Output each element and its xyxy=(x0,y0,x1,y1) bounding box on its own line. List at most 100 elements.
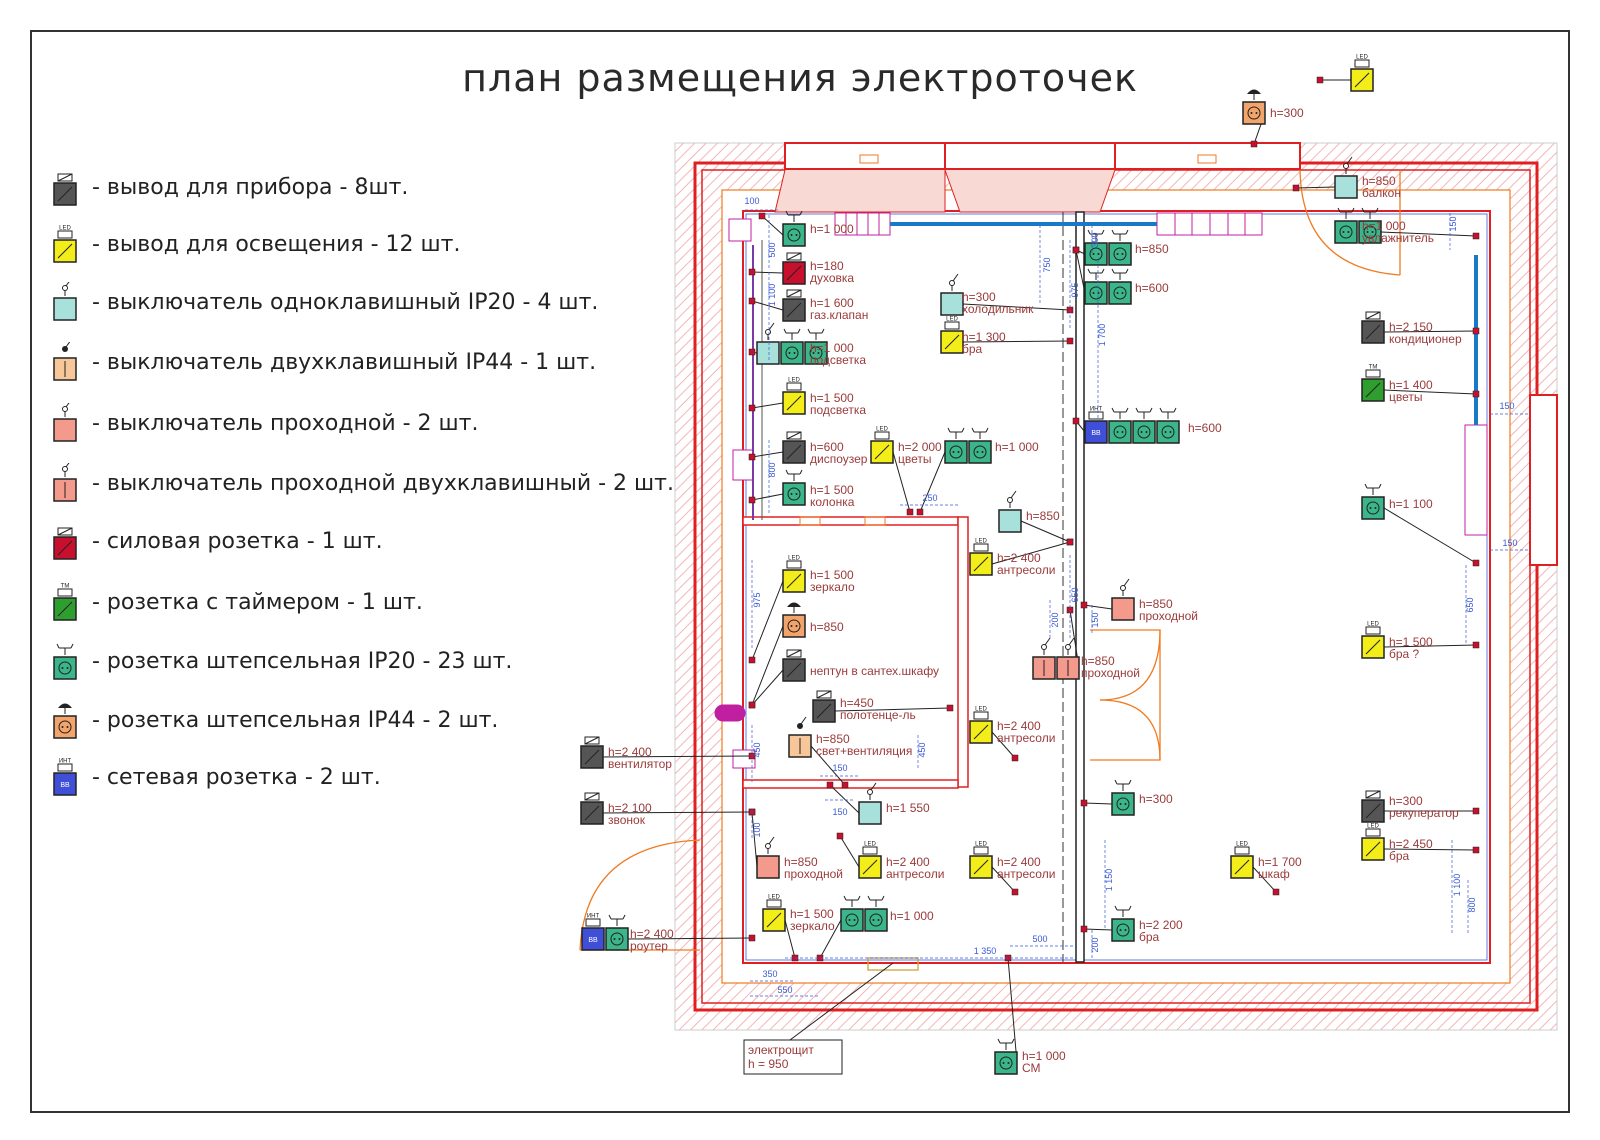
device-symbol xyxy=(804,328,828,365)
leader-line xyxy=(834,707,951,712)
appliance-outlet-icon-glyph xyxy=(53,173,77,206)
svg-text:LED: LED xyxy=(975,842,987,848)
dimension-label: 1 100 xyxy=(767,284,777,307)
dimension-d3: 1 100 xyxy=(767,272,777,360)
device-symbol xyxy=(940,273,964,316)
device-symbol: LED xyxy=(1350,55,1374,92)
device-symbol xyxy=(1361,483,1385,520)
device-symbol xyxy=(782,431,806,464)
leader-line xyxy=(602,755,753,758)
dimension-d2: 500 xyxy=(767,215,777,270)
svg-text:TM: TM xyxy=(61,584,70,590)
device-height-label: h=600 xyxy=(1188,421,1222,435)
device-height-label: h=1 300 xyxy=(962,330,1006,344)
device-height-label: h=850 xyxy=(816,732,850,746)
box-marker xyxy=(1011,888,1019,896)
dimension-d20: 200 xyxy=(1090,930,1100,958)
legend-text: - выключатель двухклавишный IP44 - 1 шт. xyxy=(92,350,597,375)
device-symbol xyxy=(864,895,888,932)
device-symbol xyxy=(756,836,780,879)
device-height-label: h=1 500 xyxy=(790,907,834,921)
device-height-label: h=2 150 xyxy=(1389,320,1433,334)
device-height-label: h=850 xyxy=(1081,654,1115,668)
box-marker xyxy=(841,781,849,789)
pass-switch-icon-glyph xyxy=(53,403,77,442)
dimension-d18: 150 xyxy=(1090,605,1100,635)
device-symbol xyxy=(1032,637,1056,680)
device-11: h=850 xyxy=(1072,229,1169,266)
box-marker xyxy=(946,704,954,712)
pass-double-switch-icon-glyph xyxy=(53,463,77,502)
leader-line xyxy=(751,402,784,409)
device-symbol xyxy=(580,792,604,825)
svg-text:ИНТ: ИНТ xyxy=(587,914,600,920)
device-symbol xyxy=(968,427,992,464)
legend-text: - выключатель проходной - 2 шт. xyxy=(92,411,479,436)
device-purpose-label: свет+вентиляция xyxy=(816,744,912,758)
device-height-label: h=850 xyxy=(784,855,818,869)
leader-line xyxy=(919,451,946,513)
device-height-label: h=1 700 xyxy=(1258,855,1302,869)
device-symbol xyxy=(840,895,864,932)
dimension-label: 150 xyxy=(832,807,847,817)
box-marker xyxy=(1272,888,1280,896)
leader-line xyxy=(627,937,753,940)
device-purpose-label: кондиционер xyxy=(1389,332,1462,346)
device-symbol xyxy=(782,289,806,322)
dimension-label: 975 xyxy=(752,592,762,607)
legend-text: - силовая розетка - 1 шт. xyxy=(92,529,383,554)
box-marker xyxy=(1472,232,1480,240)
device-0: h=1 000 xyxy=(758,210,854,247)
device-height-label: h=2 100 xyxy=(608,801,652,815)
leader-line xyxy=(1007,957,1018,1064)
dimension-d7: 150 xyxy=(820,763,860,777)
dimension-label: 100 xyxy=(744,196,759,206)
device-purpose-label: увлажнитель xyxy=(1362,231,1434,245)
leader-line xyxy=(751,580,784,661)
device-symbol: TM xyxy=(1361,365,1385,402)
dimension-label: 150 xyxy=(832,763,847,773)
device-symbol xyxy=(780,328,804,365)
device-symbol xyxy=(1056,637,1080,680)
leader-line xyxy=(1380,231,1477,237)
single-switch-icon xyxy=(53,282,77,321)
leader-line xyxy=(1295,186,1336,189)
device-26: нептун в сантех.шкафу xyxy=(748,649,939,709)
device-height-label: h=2 400 xyxy=(997,719,1041,733)
dimension-label: 300 xyxy=(1090,232,1100,247)
device-purpose-label: полотенце-ль xyxy=(840,708,916,722)
device-symbol xyxy=(1358,207,1382,244)
device-height-label: h=2 200 xyxy=(1139,918,1183,932)
device-symbol: LED xyxy=(969,539,993,576)
dimension-label: 1 100 xyxy=(1452,874,1462,897)
dimension-d14: 300 xyxy=(1090,225,1100,255)
device-purpose-label: цветы xyxy=(1389,390,1423,404)
box-marker xyxy=(916,508,924,516)
device-purpose-label: антресоли xyxy=(997,563,1055,577)
leader-line xyxy=(991,866,1016,893)
device-symbol xyxy=(1361,790,1385,823)
device-19: h=850 xyxy=(998,490,1074,546)
device-purpose-label: газ.клапан xyxy=(810,308,868,322)
dimension-label: 150 xyxy=(1448,216,1458,231)
box-marker xyxy=(1472,559,1480,567)
dimension-label: 350 xyxy=(762,969,777,979)
leader-line xyxy=(829,784,860,814)
leader-line xyxy=(602,811,753,814)
panel-leader xyxy=(789,962,894,1041)
device-purpose-label: подсветка xyxy=(810,403,866,417)
svg-text:LED: LED xyxy=(946,317,958,323)
leader-line xyxy=(962,340,1071,343)
device-12: h=600 xyxy=(1072,246,1169,305)
